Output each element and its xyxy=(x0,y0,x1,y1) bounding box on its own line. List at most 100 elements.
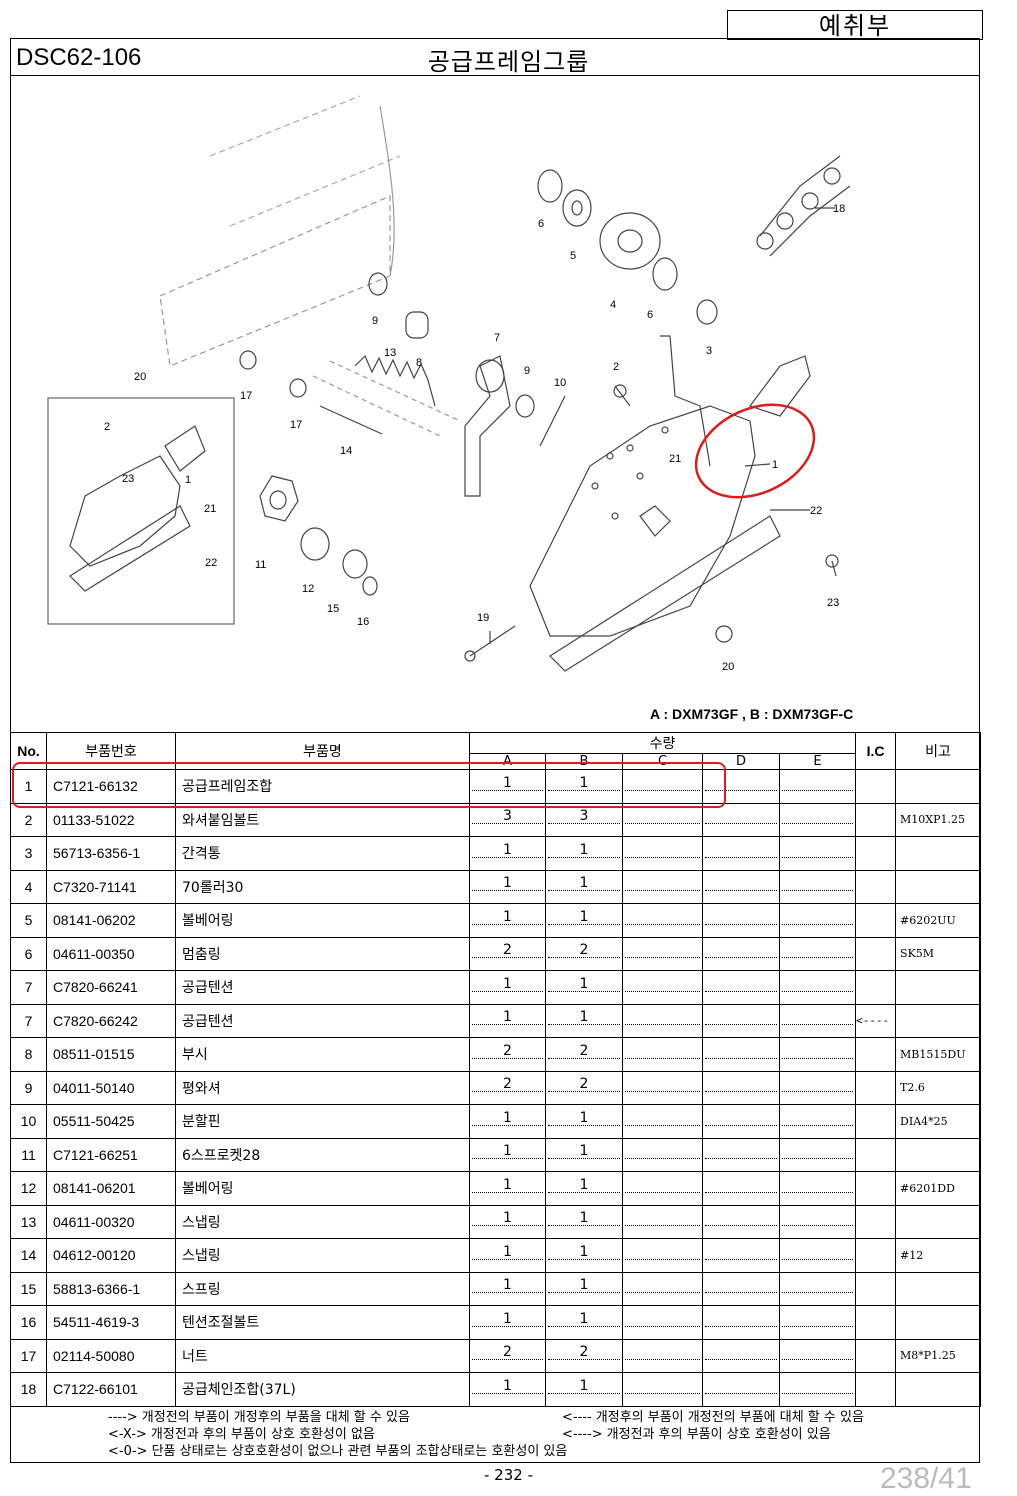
cell-qty-d xyxy=(702,802,780,837)
cell-qty-a: 1 xyxy=(469,1104,546,1139)
cell-no: 7 xyxy=(10,970,47,1005)
cell-part-no: C7820-66241 xyxy=(46,970,176,1005)
cell-qty-d xyxy=(702,1104,780,1139)
cell-qty-e xyxy=(778,1305,857,1340)
qty-value: 2 xyxy=(548,1044,620,1059)
qty-value xyxy=(705,1312,777,1327)
qty-value xyxy=(782,1178,854,1193)
cell-part-no: 56713-6356-1 xyxy=(46,836,176,871)
cell-qty-e xyxy=(778,869,857,904)
cell-qty-d xyxy=(702,1003,780,1038)
cell-qty-d xyxy=(702,1238,780,1273)
qty-value: 1 xyxy=(548,1379,620,1394)
cell-part-name: 스냅링 xyxy=(175,1204,470,1239)
cell-qty-e xyxy=(778,1003,857,1038)
cell-qty-a: 1 xyxy=(469,1271,546,1306)
qty-value: 1 xyxy=(472,776,543,791)
col-header-qty-b: B xyxy=(545,753,623,770)
cell-part-no: 54511-4619-3 xyxy=(46,1305,176,1340)
callout-label: 17 xyxy=(240,390,252,402)
compatibility-legend: ----> 개정전의 부품이 개정후의 부품을 대체 할 수 있음 <---- … xyxy=(10,1404,980,1462)
qty-value: 2 xyxy=(548,1345,620,1361)
qty-value: 1 xyxy=(548,776,620,791)
cell-qty-c xyxy=(622,1104,703,1139)
callout-label: 12 xyxy=(302,583,314,595)
callout-labels: 6 5 4 6 3 18 9 8 7 13 9 10 2 20 17 17 14… xyxy=(104,203,845,673)
qty-value: 1 xyxy=(472,1312,543,1327)
cell-qty-c xyxy=(622,903,703,938)
cell-part-name: 멈춤링 xyxy=(175,936,470,971)
qty-value xyxy=(625,1278,700,1294)
cell-ic xyxy=(855,1271,897,1306)
cell-remarks xyxy=(895,869,982,904)
qty-value xyxy=(705,876,777,892)
cell-qty-b: 2 xyxy=(545,1037,623,1072)
cell-qty-a: 2 xyxy=(469,1037,546,1072)
callout-label: 9 xyxy=(372,315,378,327)
qty-value xyxy=(705,1178,777,1193)
callout-label: 9 xyxy=(524,365,530,377)
qty-value xyxy=(782,1111,854,1126)
cell-ic xyxy=(855,802,897,837)
cell-remarks xyxy=(895,1204,982,1239)
col-header-ic: I.C xyxy=(855,732,897,770)
cell-remarks: #12 xyxy=(895,1238,982,1273)
qty-value: 2 xyxy=(472,943,543,959)
cell-remarks xyxy=(895,1271,982,1306)
qty-value xyxy=(782,1144,854,1160)
cell-ic xyxy=(855,836,897,871)
cell-qty-e xyxy=(778,1137,857,1172)
qty-value xyxy=(625,977,700,992)
callout-label: 2 xyxy=(104,421,110,433)
cell-part-no: 01133-51022 xyxy=(46,802,176,837)
cell-part-name: 공급체인조합(37L) xyxy=(175,1372,470,1407)
cell-no: 3 xyxy=(10,836,47,871)
qty-value xyxy=(705,1144,777,1160)
qty-value: 2 xyxy=(472,1345,543,1361)
cell-qty-d xyxy=(702,1338,780,1373)
cell-part-name: 공급텐션 xyxy=(175,970,470,1005)
cell-qty-a: 1 xyxy=(469,1305,546,1340)
legend-line: <----> 개정전과 후의 부품이 상호 호환성이 있음 xyxy=(562,1427,831,1442)
cell-part-name: 분할핀 xyxy=(175,1104,470,1139)
cell-no: 15 xyxy=(10,1271,47,1306)
col-header-remarks: 비고 xyxy=(895,732,982,770)
cell-part-name: 평와셔 xyxy=(175,1070,470,1105)
cell-qty-d xyxy=(702,1137,780,1172)
cell-qty-e xyxy=(778,1271,857,1306)
qty-value: 1 xyxy=(472,1211,543,1227)
qty-value xyxy=(705,776,777,791)
qty-value: 1 xyxy=(548,1178,620,1193)
cell-part-name: 공급텐션 xyxy=(175,1003,470,1038)
qty-value xyxy=(782,776,854,791)
qty-value xyxy=(705,1077,777,1093)
qty-value: 1 xyxy=(548,910,620,925)
cell-qty-d xyxy=(702,836,780,871)
cell-no: 9 xyxy=(10,1070,47,1105)
qty-value: 2 xyxy=(472,1044,543,1059)
callout-label: 6 xyxy=(538,218,544,230)
cell-qty-e xyxy=(778,936,857,971)
qty-value xyxy=(782,1044,854,1059)
qty-value xyxy=(782,809,854,825)
cell-qty-a: 1 xyxy=(469,970,546,1005)
cell-qty-b: 2 xyxy=(545,936,623,971)
cell-part-no: 02114-50080 xyxy=(46,1338,176,1373)
cell-qty-a: 1 xyxy=(469,1372,546,1407)
cell-qty-b: 3 xyxy=(545,802,623,837)
callout-label: 5 xyxy=(570,250,576,262)
cell-qty-b: 1 xyxy=(545,869,623,904)
cell-qty-e xyxy=(778,1037,857,1072)
qty-value xyxy=(782,943,854,959)
cell-remarks: T2.6 xyxy=(895,1070,982,1105)
cell-ic xyxy=(855,1037,897,1072)
cell-qty-e xyxy=(778,1171,857,1206)
qty-value: 1 xyxy=(472,843,543,858)
cell-part-name: 볼베어링 xyxy=(175,1171,470,1206)
